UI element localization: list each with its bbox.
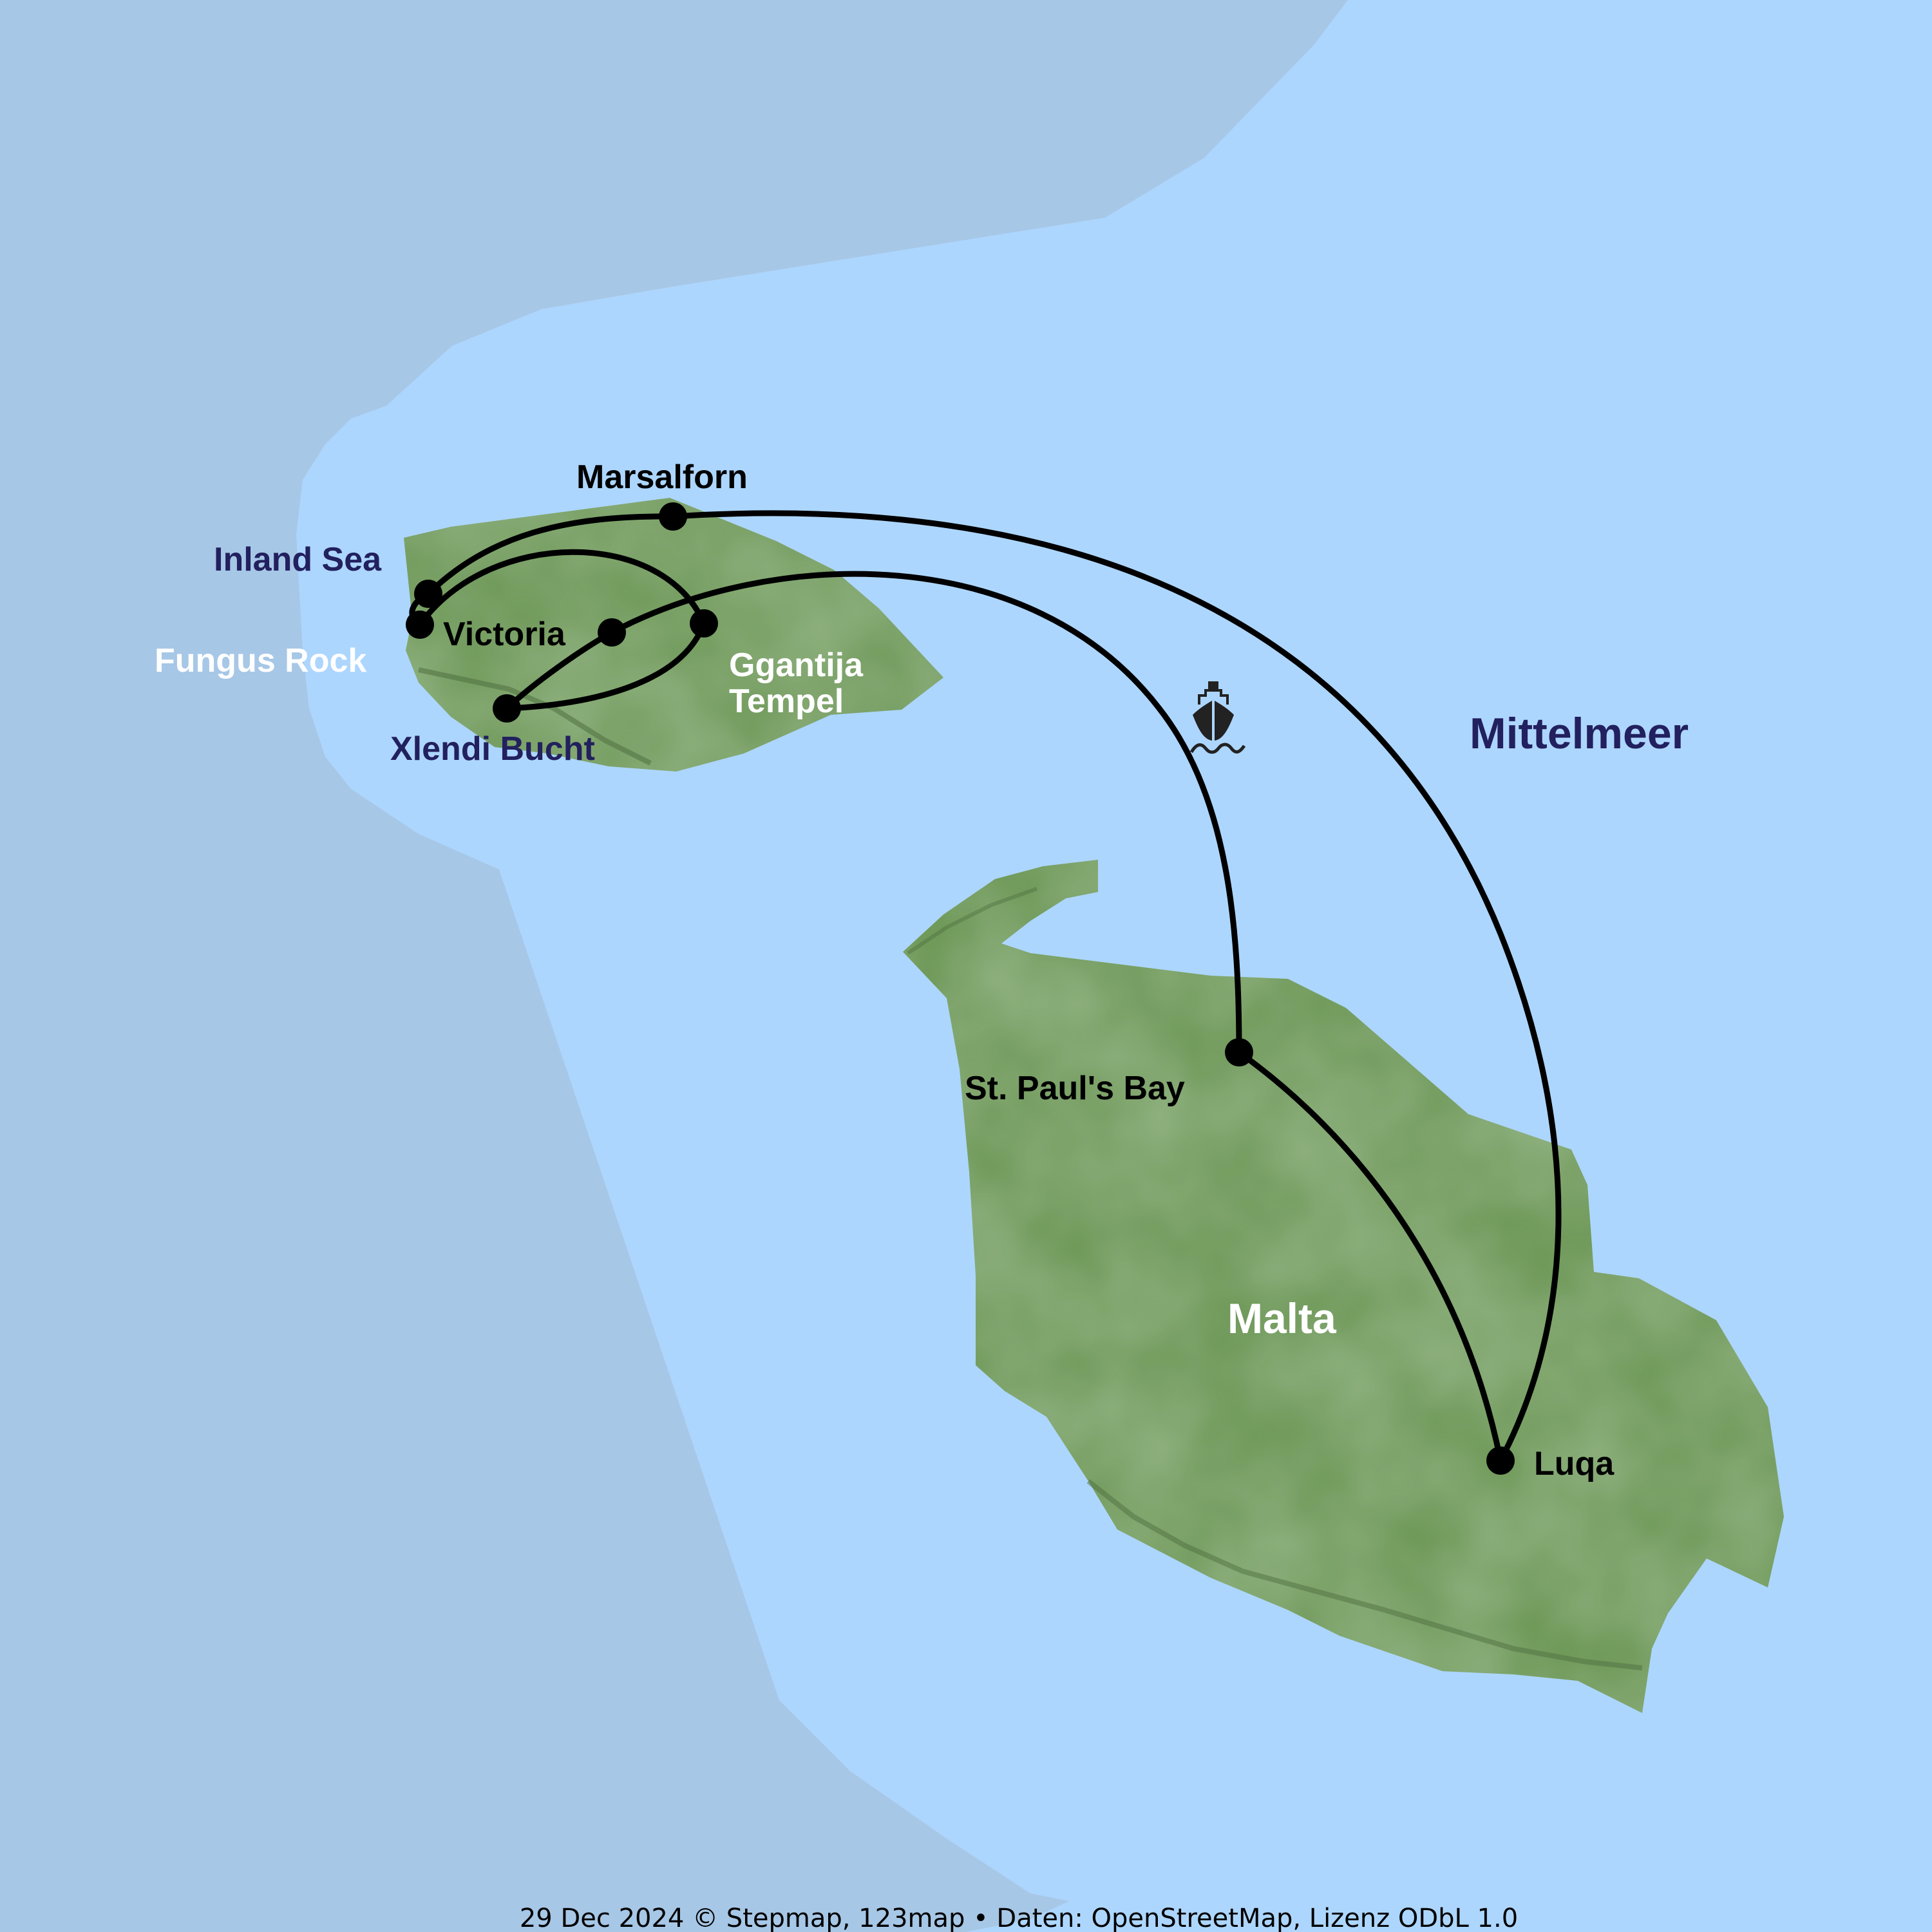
label-fungus-rock: Fungus Rock [155,642,366,679]
markers [406,502,1515,1475]
routes [409,510,1562,1464]
route-xlendi-victoria[interactable] [504,629,615,712]
sea-deep [0,0,1348,1932]
label-mittelmeer: Mittelmeer [1470,709,1689,758]
marker-st-pauls-bay[interactable] [1225,1038,1253,1066]
island-malta [903,860,1784,1713]
marker-fungus-rock[interactable] [406,611,434,639]
route-inland-marsalforn[interactable] [425,513,676,597]
malta-north-ridge [907,887,1038,955]
marker-victoria[interactable] [598,618,626,647]
label-ggantija-line1: Ggantija [729,647,864,684]
ship-icon [1189,681,1246,754]
label-ggantija-line2: Tempel [729,683,844,720]
marker-xlendi[interactable] [493,694,521,723]
label-luqa: Luqa [1534,1445,1615,1482]
label-malta: Malta [1227,1294,1337,1342]
marker-luqa[interactable] [1486,1446,1515,1475]
attribution: 29 Dec 2024 © Stepmap, 123map • Daten: O… [520,1904,1518,1932]
route-victoria-stpaul[interactable] [609,571,1242,1056]
label-marsalforn: Marsalforn [576,459,748,496]
label-victoria: Victoria [443,616,566,653]
label-inland-sea: Inland Sea [214,541,382,578]
malta-cliff-shadow [1086,1479,1643,1671]
label-st-pauls-bay: St. Paul's Bay [965,1070,1185,1107]
gozo-cliff-shadow [418,667,652,766]
route-fungus-ggantija[interactable] [417,549,707,628]
route-marsalforn-luqa[interactable] [670,510,1562,1464]
marker-marsalforn[interactable] [659,502,687,531]
marker-ggantija[interactable] [690,609,718,638]
route-stpaul-luqa[interactable] [1236,1049,1504,1464]
route-ggantija-xlendi[interactable] [504,620,707,712]
marker-inland-sea[interactable] [414,580,442,608]
label-xlendi: Xlendi Bucht [390,730,595,768]
